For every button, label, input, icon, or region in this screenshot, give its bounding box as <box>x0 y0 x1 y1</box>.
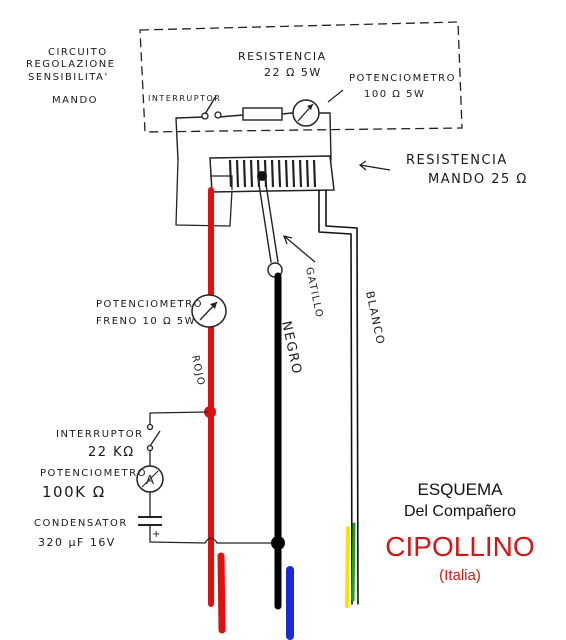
interruptor-top-label: INTERRUPTOR <box>148 94 221 103</box>
svg-text:100 Ω 5W: 100 Ω 5W <box>364 89 425 100</box>
resistencia-mando-label-1: RESISTENCIA <box>406 153 508 168</box>
top-circuit-wire <box>175 112 332 161</box>
svg-text:RESISTENCIA: RESISTENCIA <box>238 50 327 63</box>
sensitivity-circuit-label: CIRCUITO REGOLAZIONE SENSIBILITA' MANDO <box>26 47 116 106</box>
pot-freno-label-2: FRENO 10 Ω 5W <box>96 316 196 327</box>
potentiometer-freno <box>191 294 227 328</box>
resistor-top-label: RESISTENCIA 22 Ω 5W <box>238 50 327 79</box>
white-wire <box>318 189 359 605</box>
rojo-label: ROJO <box>189 354 206 387</box>
red-lead-end <box>217 552 226 634</box>
interruptor-lower-label: INTERRUPTOR <box>56 429 144 440</box>
pot-100k-label-1: POTENCIOMETRO <box>40 468 147 479</box>
gatillo-label: GATILLO <box>303 266 325 319</box>
svg-text:22 Ω 5W: 22 Ω 5W <box>264 66 322 79</box>
potentiometer-100k: A <box>136 465 164 493</box>
resistencia-mando-body <box>209 155 335 193</box>
black-junction <box>271 536 285 550</box>
pot-100k-label-2: 100K Ω <box>42 483 106 501</box>
condensator-label-1: CONDENSATOR <box>34 518 128 529</box>
condensator-label-2: 320 μF 16V <box>38 536 116 549</box>
blanco-label: BLANCO <box>363 290 387 347</box>
gatillo-linkage <box>257 177 279 263</box>
svg-text:CIRCUITO: CIRCUITO <box>48 47 108 58</box>
condensator-capacitor: + <box>138 516 162 540</box>
svg-text:SENSIBILITA': SENSIBILITA' <box>28 72 109 83</box>
potentiometer-100-ohm <box>292 99 320 127</box>
title-line-2: Del Compañero <box>404 503 516 520</box>
svg-text:A: A <box>146 473 155 487</box>
title-line-3: CIPOLLINO <box>385 531 534 562</box>
resistencia-mando-label-2: MANDO 25 Ω <box>428 172 528 187</box>
res-22k-label: 22 KΩ <box>88 445 135 460</box>
resistor-22-ohm <box>242 107 283 121</box>
interruptor-top-switch <box>201 95 222 120</box>
yellow-lead-end <box>345 526 350 608</box>
svg-text:POTENCIOMETRO: POTENCIOMETRO <box>349 73 456 84</box>
pot-top-pointer <box>327 89 344 103</box>
pot-top-label: POTENCIOMETRO 100 Ω 5W <box>349 73 456 100</box>
pot-freno-label-1: POTENCIOMETRO <box>96 299 203 310</box>
interruptor-lower-switch <box>146 423 161 452</box>
capacitor-plus-sign: + <box>152 529 162 540</box>
gatillo-pointer <box>282 235 316 263</box>
wire-crossing-hop <box>204 537 218 544</box>
title-line-4: (Italia) <box>439 567 481 584</box>
resistencia-mando-pointer <box>358 160 391 171</box>
negro-label: NEGRO <box>278 320 304 377</box>
title-line-1: ESQUEMA <box>417 480 503 499</box>
svg-text:MANDO: MANDO <box>52 95 98 106</box>
brake-branch-wire <box>149 411 273 544</box>
green-lead-end <box>351 522 356 602</box>
sensitivity-circuit-box <box>139 21 463 133</box>
svg-text:REGOLAZIONE: REGOLAZIONE <box>26 59 116 70</box>
red-junction <box>204 406 216 418</box>
